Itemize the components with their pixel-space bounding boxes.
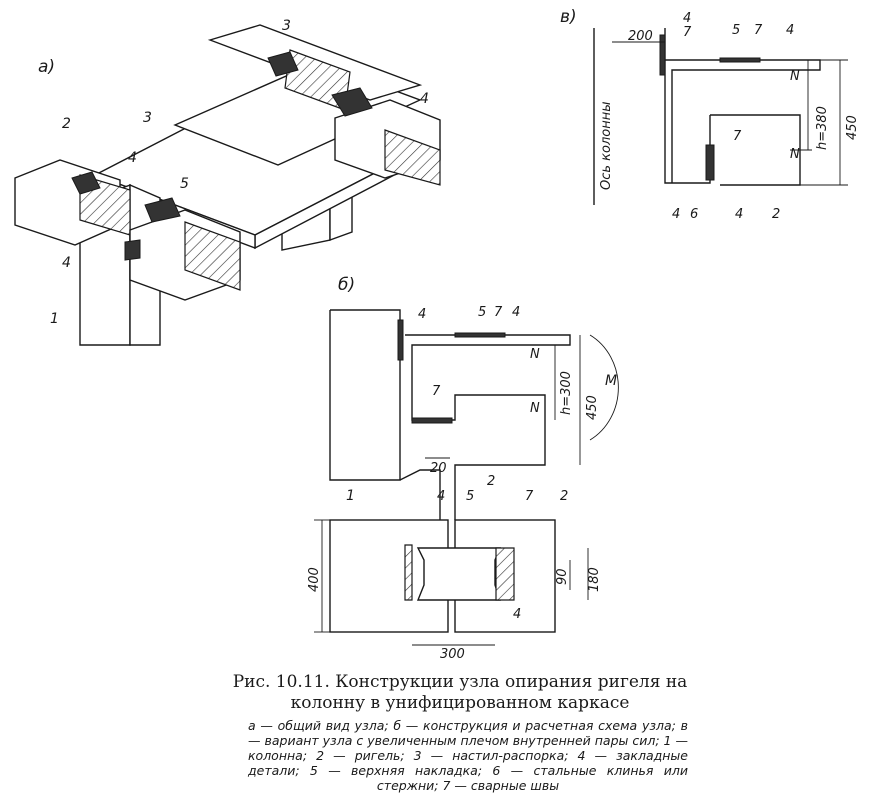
callout-2-v: 2: [772, 207, 780, 222]
callout-4-b2: 4: [512, 305, 520, 320]
dim-450-b: 450: [585, 395, 600, 420]
callout-7-v3: 7: [733, 129, 742, 144]
callout-4-b4: 4: [513, 607, 521, 622]
callout-7-b3: 7: [525, 489, 534, 504]
callout-3-a: 3: [143, 110, 152, 126]
callout-4-v2: 4: [786, 23, 794, 38]
figure-drawing: а) в) б) 2 3 3 4 4 4 5 1 200 4 7 5 7 4 N…: [14, 7, 860, 662]
callout-4-a: 4: [128, 150, 137, 166]
force-N-v-top: N: [790, 69, 800, 84]
callout-2-b: 2: [487, 474, 495, 489]
callout-4-a2: 4: [420, 91, 429, 107]
dim-20-b: 20: [430, 461, 447, 476]
panel-b-section: [314, 309, 619, 646]
dim-300h-b: h=300: [559, 371, 574, 415]
callout-5-v: 5: [732, 23, 740, 38]
callout-1-a: 1: [50, 311, 59, 327]
moment-M: M: [605, 373, 617, 389]
callout-5-a: 5: [180, 176, 189, 192]
dim-200-v: 200: [628, 29, 653, 44]
dim-450-v: 450: [845, 115, 860, 140]
panel-label-a: а): [38, 57, 55, 77]
force-N-b-bot: N: [530, 401, 540, 416]
force-N-v-bot: N: [790, 147, 800, 162]
callout-6-v: 6: [690, 207, 698, 222]
dim-180-b: 180: [587, 567, 602, 592]
panel-label-v: в): [560, 7, 577, 27]
column-axis-label: Ось колонны: [599, 101, 614, 190]
dim-300-b: 300: [440, 647, 465, 662]
figure-caption: Рис. 10.11. Конструкции узла опирания ри…: [232, 672, 688, 713]
callout-4-b: 4: [418, 307, 426, 322]
callout-1-b: 1: [346, 488, 355, 504]
force-N-b-top: N: [530, 347, 540, 362]
dim-400-b: 400: [307, 567, 322, 592]
panel-label-b: б): [338, 275, 355, 295]
callout-2-a: 2: [62, 116, 71, 132]
callout-5-b: 5: [478, 305, 486, 320]
dim-90-b: 90: [555, 568, 570, 585]
callout-3-a2: 3: [282, 18, 291, 34]
callout-7-v: 7: [683, 25, 692, 40]
callout-4-a3: 4: [62, 255, 71, 271]
panel-v-variant: [593, 28, 848, 205]
callout-7-b: 7: [494, 305, 503, 320]
callout-2-b2: 2: [560, 489, 568, 504]
callout-4-b3: 4: [437, 489, 445, 504]
callout-5-b2: 5: [466, 489, 474, 504]
figure-legend: а — общий вид узла; б — конструкция и ра…: [248, 718, 688, 793]
callout-4-v: 4: [683, 11, 691, 26]
callout-7-v2: 7: [754, 23, 763, 38]
panel-a-isometric: [14, 24, 441, 346]
dim-380-v: h=380: [815, 106, 830, 150]
callout-7-b2: 7: [432, 384, 441, 399]
callout-4-v3: 4: [672, 207, 680, 222]
callout-4-v4: 4: [735, 207, 743, 222]
